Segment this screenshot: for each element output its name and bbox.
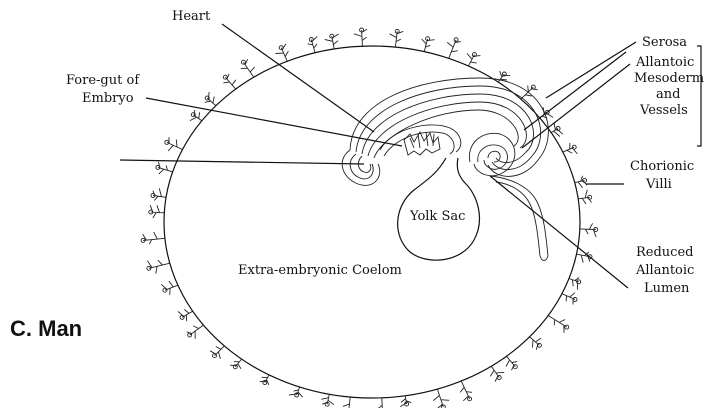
label-reduced-1: Reduced — [636, 245, 693, 260]
label-allantoic-4: Vessels — [639, 103, 688, 118]
label-reduced-2: Allantoic — [635, 263, 694, 278]
villus — [390, 31, 404, 47]
label-allantoic-1: Allantoic — [635, 55, 694, 70]
villus — [143, 232, 165, 244]
villus — [467, 54, 480, 67]
villus — [460, 381, 472, 401]
label-serosa: Serosa — [642, 35, 687, 50]
villus — [241, 59, 255, 77]
villus — [161, 281, 178, 295]
villus — [205, 92, 216, 106]
chorionic-villi-fringe — [141, 28, 598, 408]
allantoic-leader-1 — [524, 52, 626, 130]
villus — [167, 137, 183, 151]
label-allantoic-3: and — [656, 87, 680, 102]
label-heart: Heart — [172, 9, 211, 24]
villus — [506, 356, 517, 370]
villus — [210, 346, 224, 359]
villus — [223, 74, 236, 89]
allantoic-leader-2 — [522, 64, 630, 148]
label-foregut-1: Fore-gut of — [66, 73, 140, 88]
villus — [400, 396, 411, 407]
villus — [260, 375, 269, 385]
villus — [178, 309, 193, 321]
foregut-leader — [146, 98, 402, 146]
label-chorionic-2: Villi — [645, 177, 672, 192]
label-allantoic-2: Mesoderm — [634, 71, 704, 86]
villus — [321, 394, 334, 405]
villus — [341, 397, 354, 408]
villus-tip — [241, 60, 245, 64]
villus — [289, 387, 303, 397]
embryo-folds — [342, 78, 548, 261]
villus — [276, 44, 289, 62]
unlabeled-leader — [120, 160, 364, 164]
label-coelom: Extra-embryonic Coelom — [238, 263, 402, 278]
leader-lines — [120, 24, 701, 288]
villus — [447, 40, 461, 59]
villus — [578, 190, 591, 204]
villus — [490, 366, 504, 382]
allantoic-bracket — [697, 46, 701, 146]
label-yolk-sac: Yolk Sac — [409, 209, 465, 224]
villus — [433, 389, 449, 408]
label-foregut-2: Embryo — [82, 91, 134, 106]
diagram-title: C. Man — [10, 316, 82, 341]
label-chorionic-1: Chorionic — [630, 159, 694, 174]
villus — [325, 34, 339, 49]
heart-leader — [222, 24, 374, 132]
reduced-lumen-leader — [490, 176, 628, 288]
villus — [230, 359, 242, 369]
chorion-sphere — [164, 46, 580, 398]
villus — [378, 398, 389, 408]
villus — [548, 316, 567, 333]
label-reduced-3: Lumen — [644, 281, 690, 296]
villus — [575, 176, 587, 188]
